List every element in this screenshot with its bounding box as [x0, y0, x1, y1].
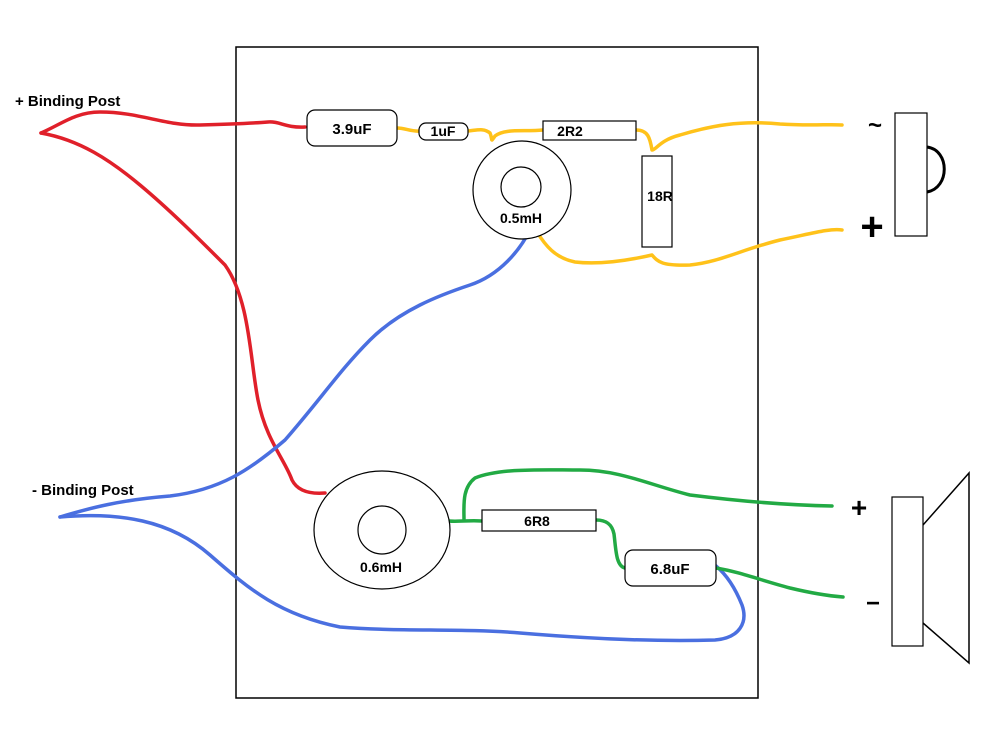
inductor-0-5mh-label: 0.5mH — [500, 210, 542, 226]
red-wire-down — [39, 131, 327, 495]
capacitor-1uf-label: 1uF — [431, 123, 456, 139]
inductor-0-5mh-inner — [500, 166, 542, 208]
tweeter-dome — [926, 145, 946, 194]
yellow-wire-1uf-to-2r2 — [466, 128, 545, 142]
green-wire-6r8-to-6-8uf — [594, 518, 627, 570]
green-wire-6-8uf-to-woofer — [714, 566, 845, 599]
woofer-cone — [922, 471, 970, 665]
capacitor-3-9uf-label: 3.9uF — [332, 121, 371, 138]
yellow-wire-2r2-to-tweeter — [634, 121, 844, 152]
woofer-magnet — [891, 496, 924, 647]
resistor-18r-label: 18R — [647, 188, 673, 204]
yellow-wire-coil-to-tweeter — [535, 227, 844, 267]
capacitor-3-9uf — [306, 109, 398, 147]
blue-wire-lower — [58, 513, 746, 643]
resistor-6r8-label: 6R8 — [524, 513, 550, 529]
blue-wire-upper — [58, 228, 532, 519]
resistor-6r8 — [481, 509, 597, 532]
green-wire-top-loop — [462, 468, 834, 522]
red-wire-top — [39, 110, 307, 135]
woofer-minus-mark: − — [866, 590, 880, 617]
capacitor-6-8uf-label: 6.8uF — [650, 561, 689, 578]
tweeter-body — [894, 112, 928, 237]
inductor-0-6mh-inner — [357, 505, 407, 555]
minus-binding-post-label: - Binding Post — [32, 482, 134, 499]
resistor-2r2-label: 2R2 — [557, 123, 583, 139]
tweeter-plus-mark: + — [860, 205, 883, 249]
inductor-0-6mh-label: 0.6mH — [360, 559, 402, 575]
yellow-wire-3-9uf-to-1uf — [395, 126, 422, 133]
plus-binding-post-label: + Binding Post — [15, 93, 120, 110]
capacitor-6-8uf — [624, 549, 717, 587]
resistor-18r — [641, 155, 673, 248]
tweeter-minus-mark: ~ — [868, 112, 882, 139]
capacitor-1uf — [418, 122, 469, 141]
enclosure-box — [235, 46, 759, 699]
woofer-plus-mark: + — [851, 492, 867, 523]
resistor-2r2 — [542, 120, 637, 141]
